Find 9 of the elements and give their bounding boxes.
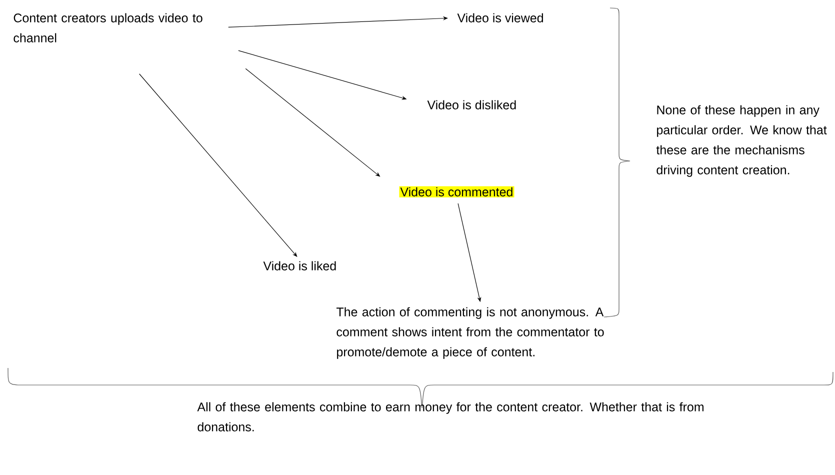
node-text: Video is liked <box>263 261 336 270</box>
node-text: Video is disliked <box>427 100 516 110</box>
note-text: None of these happen in any particular order. We know that these are the mechanisms driving content creation. <box>656 105 827 177</box>
arrow <box>139 74 298 257</box>
node-text: Video is viewed <box>457 13 543 22</box>
note-text: All of these elements combine to earn money for the content creator. Whether that is from donations. <box>197 402 704 432</box>
highlighted-text: Video is commented <box>399 186 514 198</box>
node-text: The action of commenting is not anonymous. A comment shows intent from the commentator to promote/demote a piece of content. <box>336 307 604 359</box>
node-text: Content creators uploads video to channel <box>14 13 202 42</box>
